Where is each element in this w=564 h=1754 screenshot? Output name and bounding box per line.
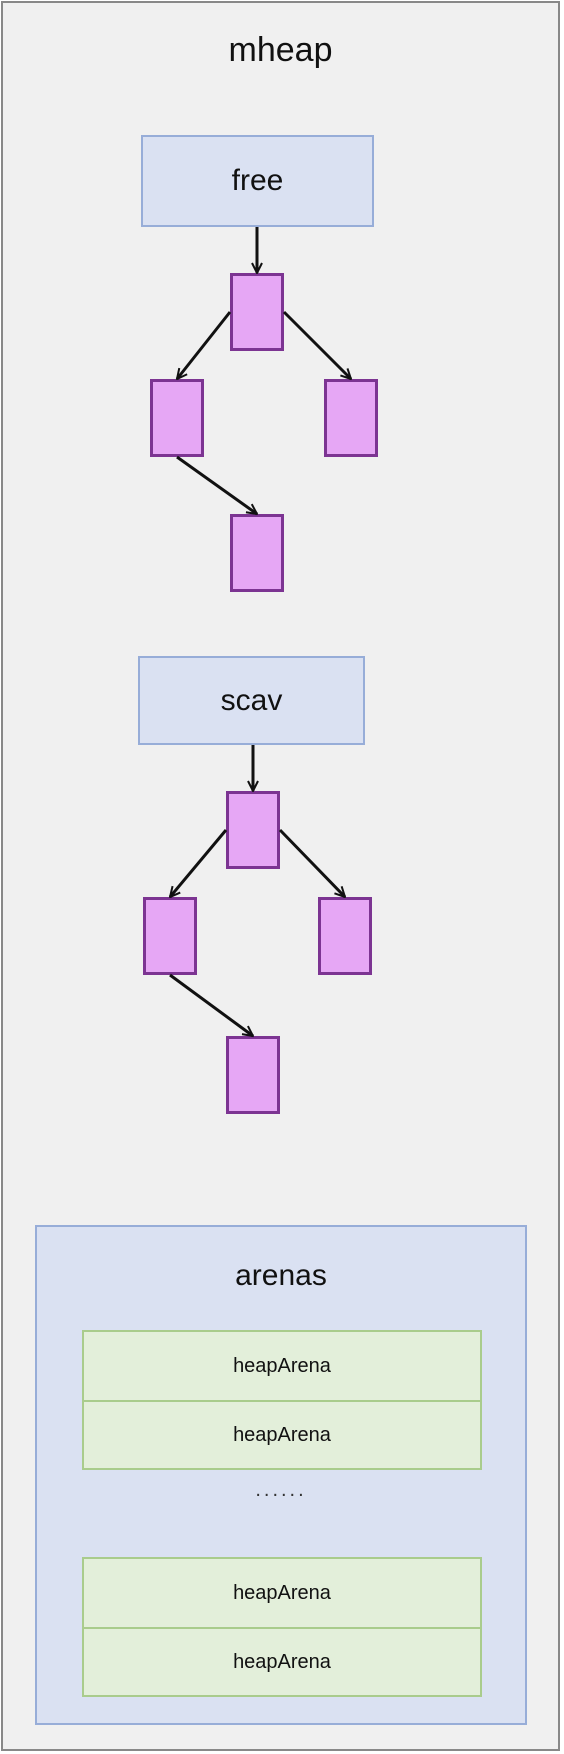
arenas-ellipsis: ...... <box>255 1479 307 1501</box>
heap-arena-cell: heapArena <box>233 1581 331 1604</box>
free-tree-left-node <box>150 379 204 457</box>
scav-root-to-right-edge <box>278 828 345 897</box>
scav-list-head: scav <box>138 656 365 745</box>
heap-arena-cell: heapArena <box>233 1354 331 1377</box>
free-tree-root-node <box>230 273 284 351</box>
free-tree-left-right-node <box>230 514 284 592</box>
scav-root-to-left-edge <box>170 829 228 897</box>
free-left-to-leaf-edge <box>176 455 257 514</box>
heap-arena-group-bottom: heapArena heapArena <box>82 1557 482 1697</box>
scav-tree-left-right-node <box>226 1036 280 1114</box>
free-root-to-right-edge <box>282 310 351 379</box>
free-root-to-left-edge <box>177 311 232 379</box>
scav-tree-root-node <box>226 791 280 869</box>
arenas-title: arenas <box>235 1259 327 1292</box>
arenas-container: arenas heapArena heapArena ...... heapAr… <box>35 1225 527 1725</box>
scav-left-to-leaf-edge <box>169 973 253 1036</box>
heap-arena-cell: heapArena <box>84 1400 480 1468</box>
free-list-head: free <box>141 135 374 227</box>
heap-arena-group-top: heapArena heapArena <box>82 1330 482 1470</box>
heap-arena-cell: heapArena <box>84 1627 480 1695</box>
scav-tree-right-node <box>318 897 372 975</box>
mheap-title: mheap <box>228 31 333 69</box>
